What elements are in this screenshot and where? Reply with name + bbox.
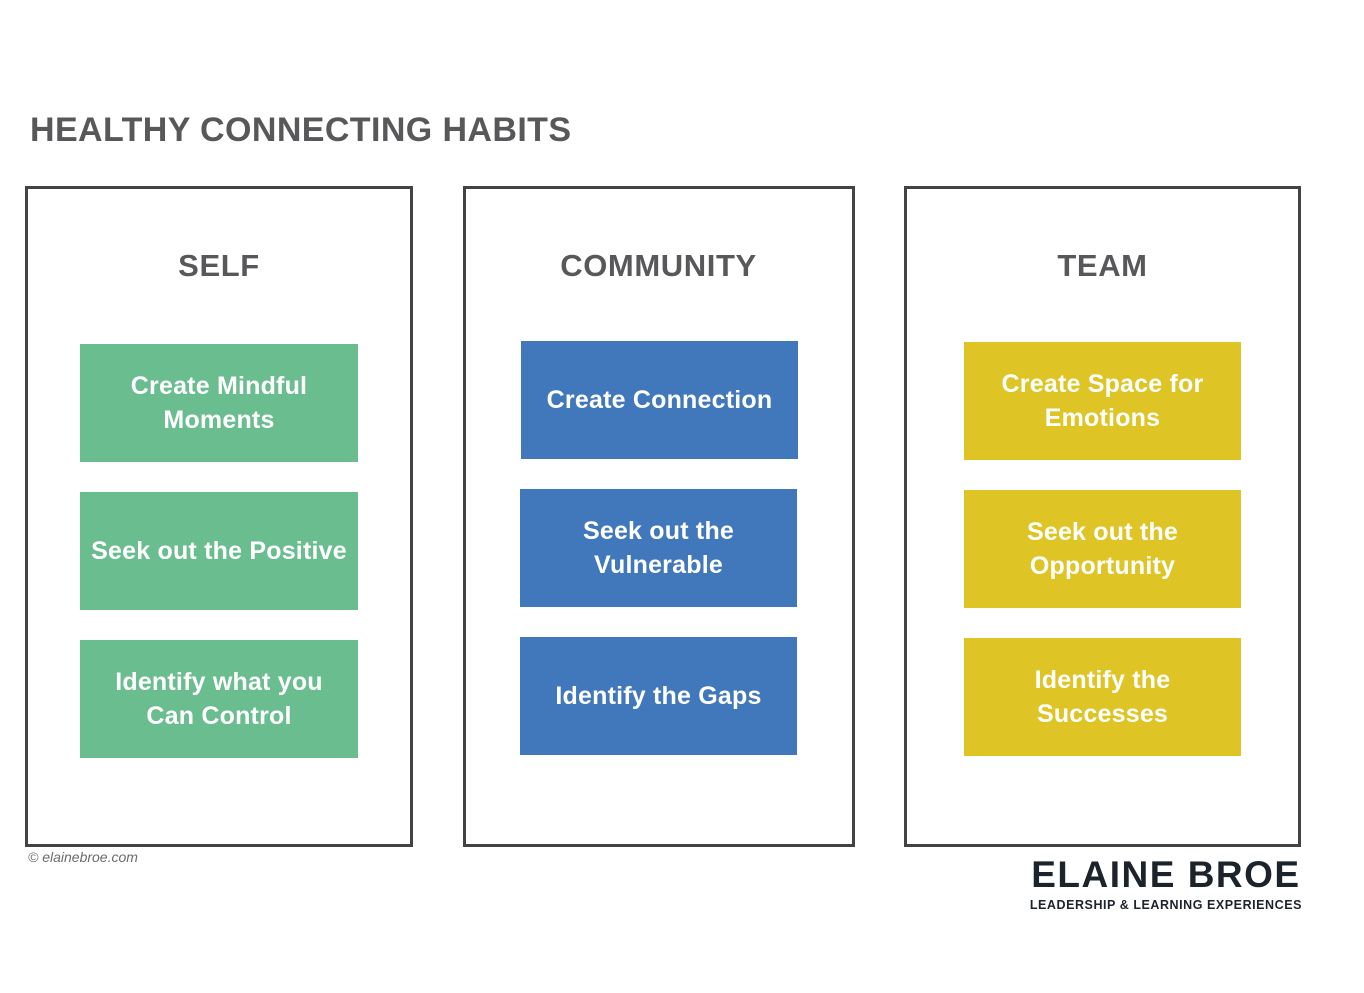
- brand-logo: ELAINE BROE LEADERSHIP & LEARNING EXPERI…: [1030, 855, 1302, 913]
- habit-box-community-1[interactable]: Create Connection: [521, 341, 798, 459]
- brand-tagline: LEADERSHIP & LEARNING EXPERIENCES: [1029, 898, 1302, 912]
- habit-box-team-2[interactable]: Seek out the Opportunity: [964, 490, 1241, 608]
- habit-column-self: SELF Create Mindful Moments Seek out the…: [25, 186, 413, 847]
- column-header-team: TEAM: [1057, 248, 1148, 283]
- column-header-self: SELF: [178, 248, 260, 283]
- habit-column-team: TEAM Create Space for Emotions Seek out …: [904, 186, 1301, 847]
- habit-list-community: Create Connection Seek out the Vulnerabl…: [466, 341, 852, 785]
- habit-box-community-2[interactable]: Seek out the Vulnerable: [520, 489, 797, 607]
- habit-box-team-1[interactable]: Create Space for Emotions: [964, 342, 1241, 460]
- habit-box-community-3[interactable]: Identify the Gaps: [520, 637, 797, 755]
- habit-list-team: Create Space for Emotions Seek out the O…: [907, 342, 1298, 786]
- habit-column-community: COMMUNITY Create Connection Seek out the…: [462, 186, 855, 847]
- habit-columns: SELF Create Mindful Moments Seek out the…: [25, 186, 1301, 847]
- copyright-notice: © elainebroe.com: [28, 849, 138, 865]
- page-title: HEALTHY CONNECTING HABITS: [30, 111, 572, 149]
- brand-name: ELAINE BROE: [1031, 854, 1301, 895]
- habit-box-self-3[interactable]: Identify what you Can Control: [80, 640, 358, 758]
- column-header-community: COMMUNITY: [560, 248, 757, 283]
- habit-box-self-2[interactable]: Seek out the Positive: [80, 492, 358, 610]
- habit-box-team-3[interactable]: Identify the Successes: [964, 638, 1241, 756]
- habit-box-self-1[interactable]: Create Mindful Moments: [80, 344, 358, 462]
- habit-list-self: Create Mindful Moments Seek out the Posi…: [28, 344, 410, 788]
